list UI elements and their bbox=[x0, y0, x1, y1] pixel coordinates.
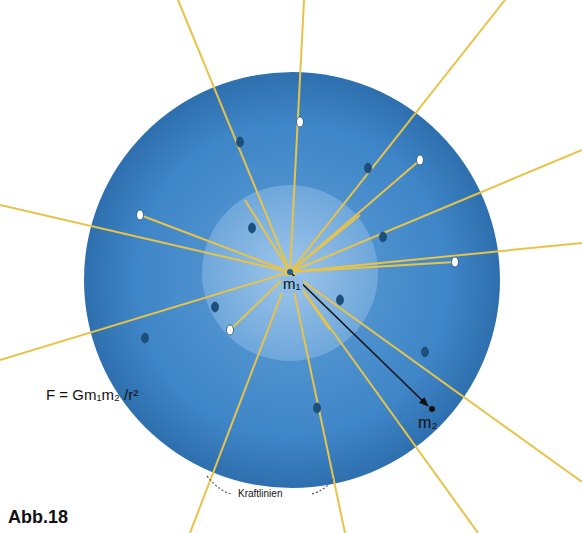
field-line bbox=[290, 0, 304, 272]
formula: F = Gm₁m₂ /r² bbox=[46, 387, 138, 404]
line-marker bbox=[422, 347, 429, 357]
field-line bbox=[190, 272, 290, 533]
line-marker bbox=[137, 210, 144, 220]
figure-number: Abb.18 bbox=[8, 508, 68, 528]
bracket bbox=[207, 476, 232, 494]
field-line bbox=[245, 200, 290, 272]
line-marker bbox=[212, 302, 219, 312]
line-marker bbox=[237, 137, 244, 147]
outer-sphere bbox=[84, 72, 500, 488]
radius-arrow bbox=[290, 272, 428, 406]
field-line bbox=[290, 272, 478, 533]
line-marker bbox=[452, 257, 459, 267]
mass-point bbox=[429, 406, 435, 412]
field-line bbox=[290, 272, 345, 533]
annotation: Kraftlinien bbox=[236, 488, 284, 499]
line-marker bbox=[297, 117, 304, 127]
field-line bbox=[290, 272, 582, 482]
mass-point bbox=[287, 269, 293, 275]
field-line bbox=[140, 215, 290, 272]
mass-label: m₁ bbox=[281, 276, 303, 293]
field-line bbox=[0, 205, 290, 272]
line-marker bbox=[142, 333, 149, 343]
field-line bbox=[290, 262, 455, 272]
field-line bbox=[178, 0, 290, 272]
field-line bbox=[290, 215, 360, 272]
field-line bbox=[290, 0, 505, 272]
bracket bbox=[312, 478, 334, 494]
field-line-markers bbox=[137, 117, 459, 413]
line-marker bbox=[249, 223, 256, 233]
field-line bbox=[290, 160, 420, 272]
line-marker bbox=[417, 155, 424, 165]
field-line bbox=[0, 272, 290, 360]
line-marker bbox=[314, 403, 321, 413]
line-marker bbox=[365, 163, 372, 173]
line-marker bbox=[337, 295, 344, 305]
line-marker bbox=[380, 232, 387, 242]
inner-sphere bbox=[202, 185, 378, 361]
mass-label: m₂ bbox=[418, 414, 438, 432]
field-line bbox=[290, 150, 582, 272]
line-marker bbox=[227, 325, 234, 335]
field-line bbox=[290, 243, 582, 272]
